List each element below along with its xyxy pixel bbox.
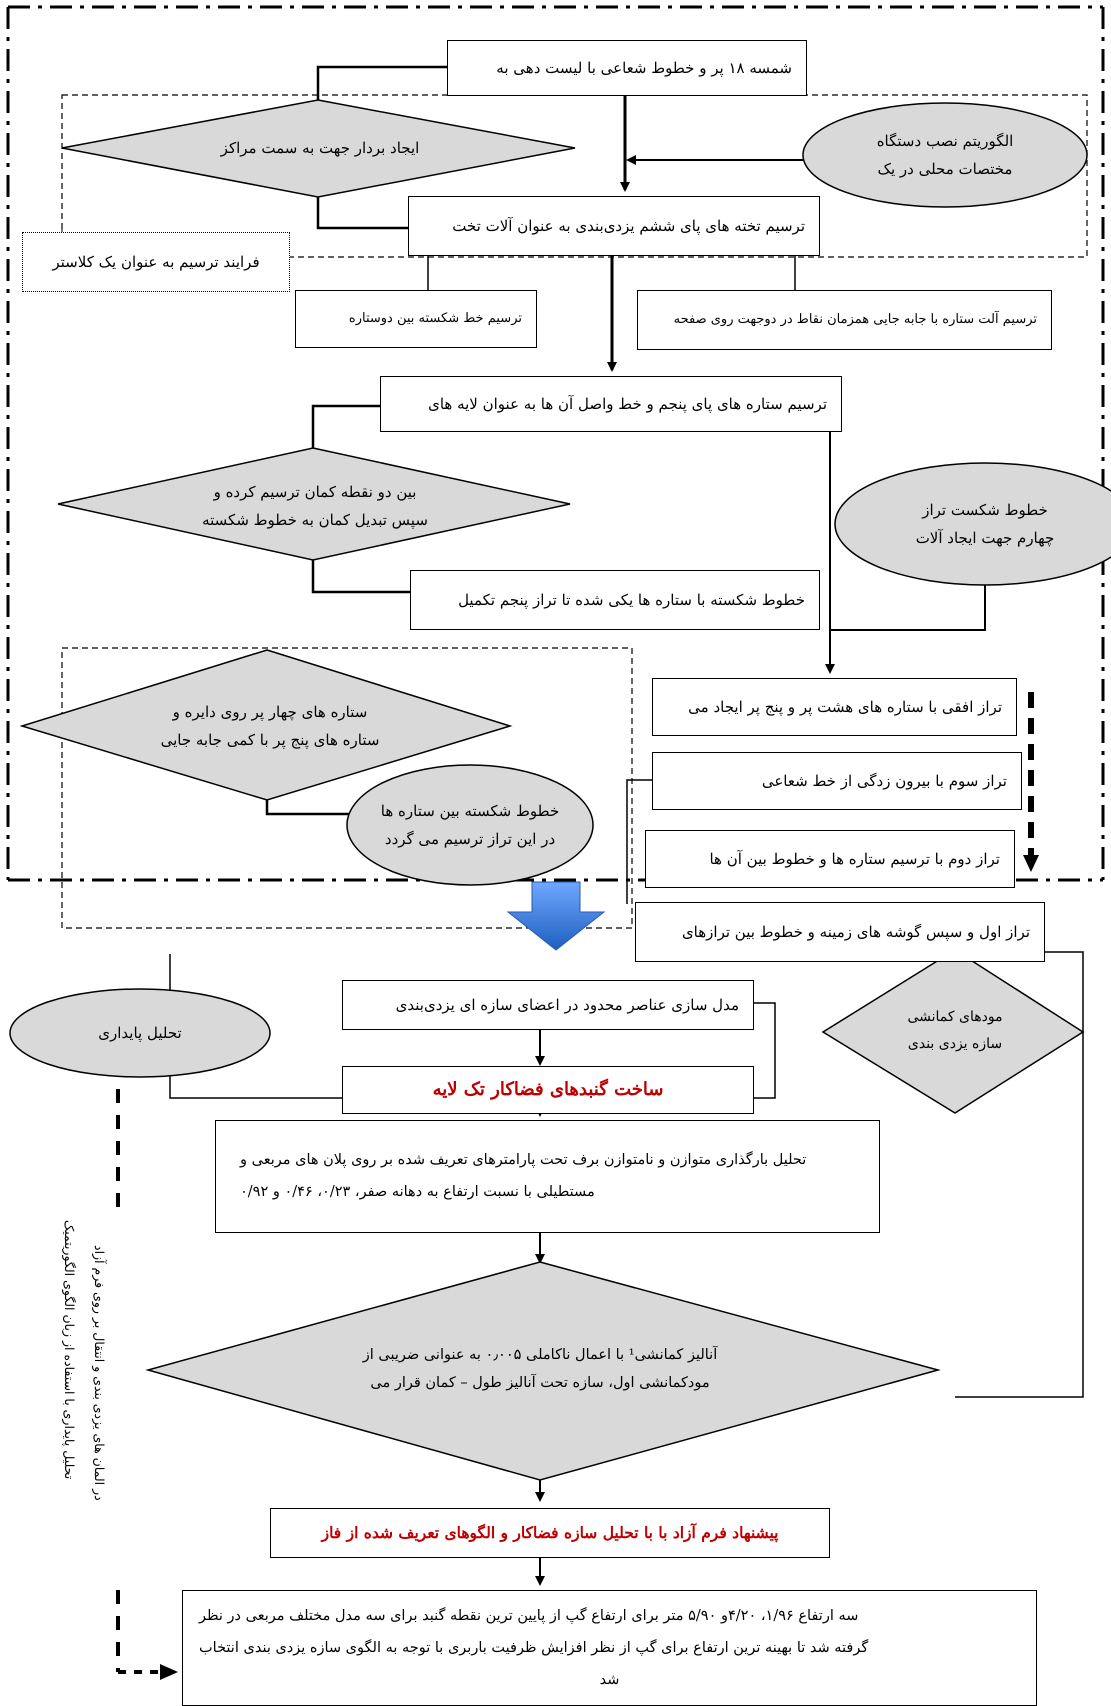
- diamond-vector-shape: [61, 99, 576, 198]
- level-horizontal-box: تراز افقی با ستاره های هشت پر و پنج پر ا…: [652, 678, 1017, 736]
- ellipse-broken-stars-line2: در این تراز ترسیم می گردد: [384, 830, 556, 848]
- ellipse-fourth-line2: چهارم جهت ایجاد آلات: [915, 529, 1055, 547]
- ellipse-broken-stars-shape: [346, 764, 594, 886]
- final-box: سه ارتفاع ۱/۹۶، ۴/۲۰و ۵/۹۰ متر برای ارتف…: [182, 1590, 1037, 1706]
- diamond-four-point-line1: ستاره های چهار پر روی دایره و: [172, 702, 368, 721]
- buckling-diamond-line1: آنالیز کمانشی¹ با اعمال ناکاملی ۰٫۰۰۵ به…: [362, 1347, 718, 1364]
- vertical-note-line2: در المان های یزدی بندی و انتقال بر روی ف…: [92, 1245, 107, 1501]
- free-form-box: پیشنهاد فرم آزاد با با تحلیل سازه فضاکار…: [270, 1508, 830, 1558]
- free-form-title: پیشنهاد فرم آزاد با با تحلیل سازه فضاکار…: [321, 1523, 779, 1543]
- diamond-four-point-shape: [19, 649, 513, 801]
- level-third-box: تراز سوم با بیرون زدگی از خط شعاعی: [652, 752, 1022, 810]
- buckling-diamond-line2: مودکمانشی اول، سازه تحت آنالیز طول – کما…: [370, 1375, 710, 1391]
- diamond-vector-label: ایجاد بردار جهت به سمت مراکز: [100, 120, 540, 176]
- load-analysis-line2: مستطیلی با نسبت ارتفاع به دهانه صفر، ۰/۲…: [240, 1183, 595, 1200]
- fem-box: مدل سازی عناصر محدود در اعضای سازه ای یز…: [342, 980, 754, 1030]
- cluster-box: فرایند ترسیم به عنوان یک کلاستر: [22, 232, 290, 292]
- final-line1: سه ارتفاع ۱/۹۶، ۴/۲۰و ۵/۹۰ متر برای ارتف…: [199, 1608, 859, 1624]
- start-box: شمسه ۱۸ پر و خطوط شعاعی با لیست دهی به: [447, 40, 807, 96]
- single-layer-title-box: ساخت گنبدهای فضاکار تک لایه: [342, 1066, 754, 1114]
- ellipse-install-line2: مختصات محلی در یک: [877, 160, 1013, 178]
- buckling-modes-shape: [821, 949, 1085, 1114]
- final-line3: شد: [599, 1671, 620, 1688]
- stability-ellipse-shape: [9, 988, 271, 1078]
- stability-ellipse-label: تحلیل پایداری: [20, 1010, 260, 1056]
- stability-ellipse-text: تحلیل پایداری: [98, 1023, 182, 1042]
- diamond-arc-line2: سپس تبدیل کمان به خطوط شکسته: [202, 511, 428, 529]
- ellipse-broken-stars-line1: خطوط شکسته بین ستاره ها: [380, 801, 560, 820]
- load-analysis-line1: تحلیل بارگذاری متوازن و نامتوازن برف تحت…: [240, 1151, 807, 1168]
- buckling-diamond-label: آنالیز کمانشی¹ با اعمال ناکاملی ۰٫۰۰۵ به…: [260, 1320, 820, 1420]
- draw-plank-box: ترسیم تخته های پای ششم یزدی‌بندی به عنوا…: [408, 196, 820, 256]
- level-first-box: تراز اول و سپس گوشه های زمینه و خطوط بین…: [635, 902, 1045, 962]
- ellipse-fourth-line1: خطوط شکست تراز: [922, 500, 1048, 519]
- level-second-box: تراز دوم با ترسیم ستاره ها و خطوط بین آن…: [645, 830, 1015, 888]
- vertical-note-line1: تحلیل پایداری با استفاده از زبان الگوی ا…: [62, 1220, 77, 1480]
- buckling-modes-line2: سازه یزدی بندی: [907, 1036, 1003, 1052]
- diamond-vector-text: ایجاد بردار جهت به سمت مراکز: [220, 138, 420, 157]
- broken-lines-box: خطوط شکسته با ستاره ها یکی شده تا تراز پ…: [410, 570, 820, 630]
- single-layer-title: ساخت گنبدهای فضاکار تک لایه: [432, 1079, 664, 1101]
- diamond-arc-shape: [57, 447, 571, 561]
- diamond-four-point-label: ستاره های چهار پر روی دایره و ستاره های …: [80, 690, 460, 762]
- buckling-modes-line1: مودهای کمانشی: [907, 1009, 1003, 1026]
- fifth-star-box: ترسیم ستاره های پای پنجم و خط واصل آن ها…: [380, 376, 842, 432]
- diamond-arc-line1: بین دو نقطه کمان ترسیم کرده و: [213, 482, 417, 501]
- ellipse-install-label: الگوریتم نصب دستگاه مختصات محلی در یک: [815, 110, 1075, 200]
- buckling-diamond-shape: [145, 1261, 941, 1481]
- star-move-box: ترسیم آلت ستاره با جابه جایی همزمان نقاط…: [637, 290, 1052, 350]
- diamond-arc-label: بین دو نقطه کمان ترسیم کرده و سپس تبدیل …: [130, 470, 500, 542]
- ellipse-fourth-shape: [834, 462, 1111, 586]
- ellipse-fourth-label: خطوط شکست تراز چهارم جهت ایجاد آلات: [850, 478, 1111, 570]
- group-dashed-mid: [61, 647, 633, 929]
- final-line2: گرفته شد تا بهینه ترین ارتفاع برای گپ از…: [199, 1639, 869, 1656]
- broken-line-box: ترسیم خط شکسته بین دوستاره: [295, 290, 537, 348]
- load-analysis-box: تحلیل بارگذاری متوازن و نامتوازن برف تحت…: [215, 1120, 880, 1233]
- transition-arrow-icon: [506, 881, 606, 951]
- ellipse-broken-stars-label: خطوط شکسته بین ستاره ها در این تراز ترسی…: [360, 780, 580, 870]
- diamond-four-point-line2: ستاره های پنج پر با کمی جابه جایی: [160, 731, 380, 749]
- ellipse-install-line1: الگوریتم نصب دستگاه: [876, 131, 1014, 150]
- buckling-modes-label: مودهای کمانشی سازه یزدی بندی: [860, 985, 1050, 1077]
- ellipse-install-shape: [802, 102, 1088, 208]
